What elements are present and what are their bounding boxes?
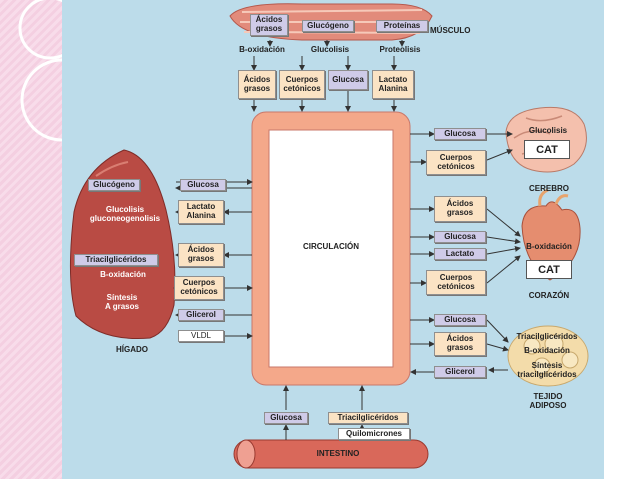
intestine-illustration [233, 439, 429, 469]
heart-label: CORAZÓN [528, 291, 570, 300]
brain-label: CEREBRO [528, 184, 569, 193]
heart-glucose-input: Glucosa [434, 231, 486, 243]
adipose-glycerol-output: Glicerol [434, 366, 486, 378]
adipose-glucose-input: Glucosa [434, 314, 486, 326]
adipose-tissue-illustration [507, 325, 589, 387]
liver-triacylglycerides: Triacilglicéridos [74, 254, 158, 266]
muscle-glycogen-box: Glucógeno [302, 20, 354, 32]
muscle-out-ketone-bodies: Cuerpos cetónicos [279, 70, 325, 99]
liver-glycerol-input: Glicerol [178, 309, 224, 321]
brain-ketone-bodies-input: Cuerpos cetónicos [426, 150, 486, 175]
brain-glycolysis: Glucolisis [528, 126, 568, 135]
intestine-glucose-output: Glucosa [264, 412, 308, 424]
circulation-label: CIRCULACIÓN [303, 242, 359, 251]
muscle-out-lactate-alanine: Lactato Alanina [372, 70, 414, 99]
heart-beta-oxidation: B-oxidación [526, 242, 572, 251]
intestine-chylomicrons-output: Quilomicrones [338, 428, 410, 440]
circulation-inner [268, 129, 394, 368]
liver-glucose-exchange: Glucosa [180, 179, 226, 191]
liver-fa-synthesis: Síntesis A grasos [105, 293, 139, 312]
liver-illustration [69, 149, 176, 339]
decorative-circles [18, 0, 62, 142]
muscle-out-glucose: Glucosa [328, 70, 368, 90]
brain-cat-box: CAT [524, 140, 570, 159]
heart-cat-box: CAT [526, 260, 572, 279]
diagram-graphics [69, 3, 589, 469]
brain-glucose-input: Glucosa [434, 128, 486, 140]
muscle-label: MÚSCULO [430, 26, 471, 35]
liver-glycolysis-gluconeogenolysis: Glucolisis gluconeogenolisis [89, 205, 161, 224]
liver-vldl-output: VLDL [178, 330, 224, 342]
liver-ketone-bodies-output: Cuerpos cetónicos [174, 276, 224, 300]
liver-beta-oxidation: B-oxidación [100, 270, 146, 279]
adipose-tg-synthesis: Síntesis triacilglicéridos [517, 361, 577, 380]
intestine-triacylglycerides-output: Triacilglicéridos [328, 412, 408, 424]
muscle-fatty-acids-box: Ácidos grasos [250, 14, 288, 36]
liver-glycogen: Glucógeno [88, 179, 140, 191]
muscle-out-fatty-acids: Ácidos grasos [238, 70, 276, 99]
intestine-label: INTESTINO [316, 449, 360, 458]
adipose-beta-oxidation: B-oxidación [524, 346, 570, 355]
muscle-proteins-box: Proteínas [376, 20, 428, 32]
liver-label: HÍGADO [116, 345, 148, 354]
heart-lactate-input: Lactato [434, 248, 486, 260]
adipose-triacylglycerides: Triacilglicéridos [516, 332, 578, 341]
muscle-glycolysis: Glucolisis [310, 45, 350, 54]
adipose-fatty-acids-input: Ácidos grasos [434, 332, 486, 356]
muscle-beta-oxidation: B-oxidación [239, 45, 285, 54]
liver-fatty-acids-input: Ácidos grasos [178, 243, 224, 267]
metabolism-diagram: Ácidos grasos Glucógeno Proteínas MÚSCUL… [62, 0, 604, 479]
liver-lactate-alanine-input: Lactato Alanina [178, 200, 224, 224]
adipose-label: TEJIDO ADIPOSO [529, 392, 567, 411]
muscle-proteolysis: Proteolisis [379, 45, 421, 54]
left-decorative-strip [0, 0, 62, 479]
heart-fatty-acids-input: Ácidos grasos [434, 196, 486, 222]
heart-ketone-bodies-input: Cuerpos cetónicos [426, 270, 486, 295]
